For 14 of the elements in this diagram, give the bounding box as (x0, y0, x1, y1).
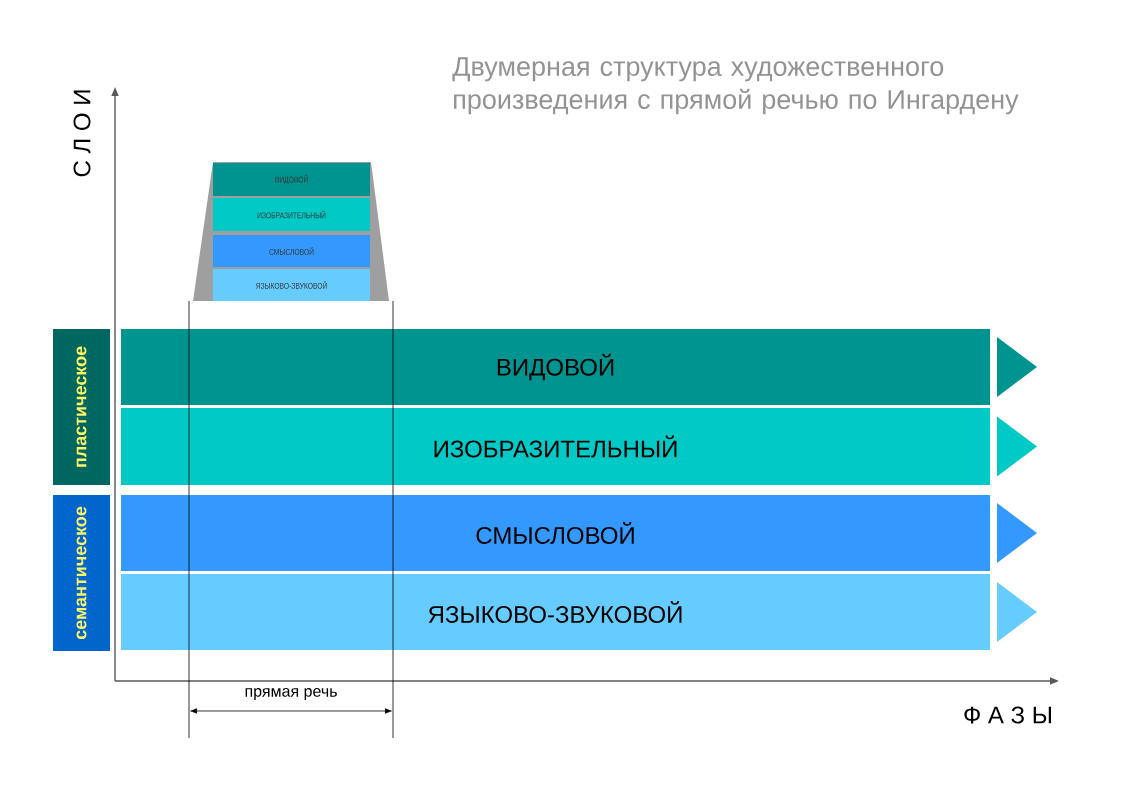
axis-label: Ф А З Ы (964, 706, 1051, 724)
layer-band: ВИДОВОЙ (121, 329, 990, 405)
layer-box: ИЗОБРАЗИТЕЛЬНЫЙ (213, 198, 370, 231)
axis-label: С Л О И (73, 90, 91, 177)
title: Двумерная структура художественного произведения с прямой речью по Ингардену (452, 57, 1019, 115)
layer-box: СМЫСЛОВОЙ (213, 235, 370, 267)
layer-band: ИЗОБРАЗИТЕЛЬНЫЙ (121, 408, 990, 485)
layer-box: ЯЗЫКОВО-ЗВУКОВОЙ (213, 269, 370, 301)
layer-band: ЯЗЫКОВО-ЗВУКОВОЙ (121, 574, 990, 650)
group-box: пластическое (53, 329, 110, 485)
dimension-label: прямая речь (245, 688, 337, 700)
layer-band: СМЫСЛОВОЙ (121, 495, 990, 571)
group-box: семантическое (53, 495, 110, 651)
layer-box: ВИДОВОЙ (213, 163, 370, 196)
